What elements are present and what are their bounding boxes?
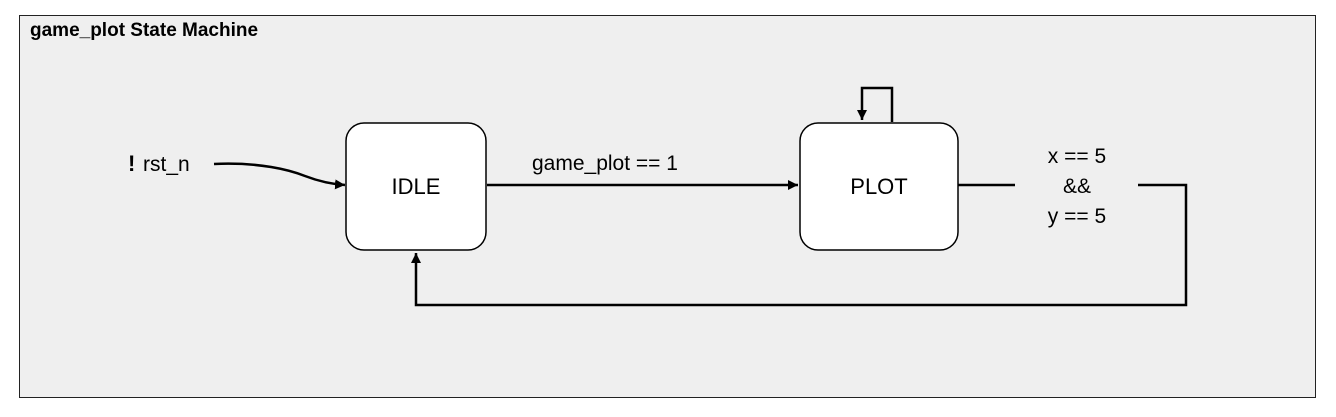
state-plot	[799, 122, 959, 251]
condition-line-y: y == 5	[1048, 205, 1106, 228]
condition-line-and: &&	[1063, 175, 1091, 198]
state-plot-label: PLOT	[850, 174, 907, 199]
diagram-frame	[19, 15, 1316, 398]
diagram-title: game_plot State Machine	[30, 20, 259, 41]
transition-plot-to-idle	[416, 183, 1188, 307]
reset-arrow	[213, 162, 346, 190]
reset-bang: !	[128, 151, 135, 176]
transition-plot-self-loop	[857, 86, 894, 122]
condition-line-x: x == 5	[1048, 145, 1106, 168]
state-idle-label: IDLE	[392, 174, 441, 199]
transition-idle-to-plot-label: game_plot == 1	[532, 152, 678, 175]
reset-signal-label: rst_n	[143, 153, 190, 176]
